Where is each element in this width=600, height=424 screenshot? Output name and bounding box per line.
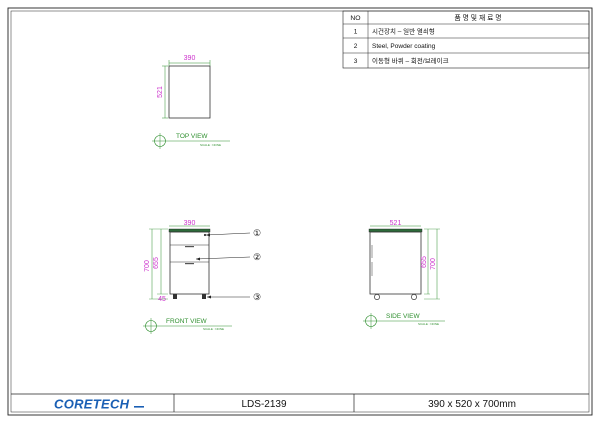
top-view-width-dim: 390: [184, 55, 196, 62]
side-view-body-height-dim: 655: [421, 256, 428, 268]
callout-1: ①: [253, 228, 261, 238]
front-view-scale: SCALE : NONE: [203, 327, 224, 331]
front-view-label: FRONT VIEW: [166, 318, 208, 325]
parts-table-row-no: 2: [354, 43, 358, 50]
parts-table-header-no: NO: [350, 15, 360, 22]
model-number: LDS-2139: [241, 399, 286, 410]
side-view: 521 655 700 SIDE VIEW SCALE : NONE: [363, 220, 445, 329]
side-view-depth-dim: 521: [390, 220, 402, 227]
top-view-depth-dim: 521: [157, 86, 164, 98]
side-view-overall-height-dim: 700: [430, 258, 437, 270]
front-view-body: [169, 231, 210, 295]
sheet-inner-border: [10, 10, 590, 413]
parts-table-row-no: 3: [354, 58, 358, 65]
sheet-border: [7, 7, 593, 416]
side-view-body: [369, 231, 422, 295]
callout-3: ③: [253, 292, 261, 302]
side-view-label: SIDE VIEW: [386, 313, 420, 320]
wheel-icon: [374, 294, 380, 300]
wheel-icon: [411, 294, 417, 300]
callout-2: ②: [253, 252, 261, 262]
company-logo: CORETECH: [54, 397, 130, 412]
parts-table-row-desc: 시건장치 – 일반 열쇠형: [372, 27, 435, 36]
front-view-body-height-dim: 655: [153, 257, 160, 269]
parts-table: NO 품 명 및 재 료 명 1 시건장치 – 일반 열쇠형 2 Steel, …: [342, 10, 590, 69]
top-view: 390 521 TOP VIEW SCALE : NONE: [152, 55, 230, 149]
parts-table-row-desc: 이동형 바퀴 – 회전/브레이크: [372, 56, 449, 65]
top-view-scale: SCALE : NONE: [200, 143, 221, 147]
top-view-label: TOP VIEW: [176, 133, 208, 140]
parts-table-row-desc: Steel, Powder coating: [372, 43, 436, 50]
title-block: CORETECH LDS-2139 390 x 520 x 700mm: [11, 393, 589, 412]
front-view-top-plate: [168, 228, 211, 233]
front-view: 390 700 655 45 ① ② ③ FRONT VIEW SCALE : …: [143, 220, 261, 334]
front-view-caster-dim: 45: [158, 296, 166, 303]
side-view-top-plate: [368, 228, 423, 233]
top-view-outline: [168, 65, 211, 119]
front-view-width-dim: 390: [184, 220, 196, 227]
caster-icon: [202, 294, 206, 299]
parts-table-row-no: 1: [354, 29, 358, 36]
parts-table-header-name: 품 명 및 재 료 명: [455, 13, 502, 22]
product-dimensions: 390 x 520 x 700mm: [428, 399, 516, 410]
caster-icon: [173, 294, 177, 299]
lock-icon: [203, 233, 207, 237]
side-view-scale: SCALE : NONE: [418, 322, 439, 326]
front-view-overall-height-dim: 700: [144, 260, 151, 272]
logo-underscore: [134, 406, 144, 408]
